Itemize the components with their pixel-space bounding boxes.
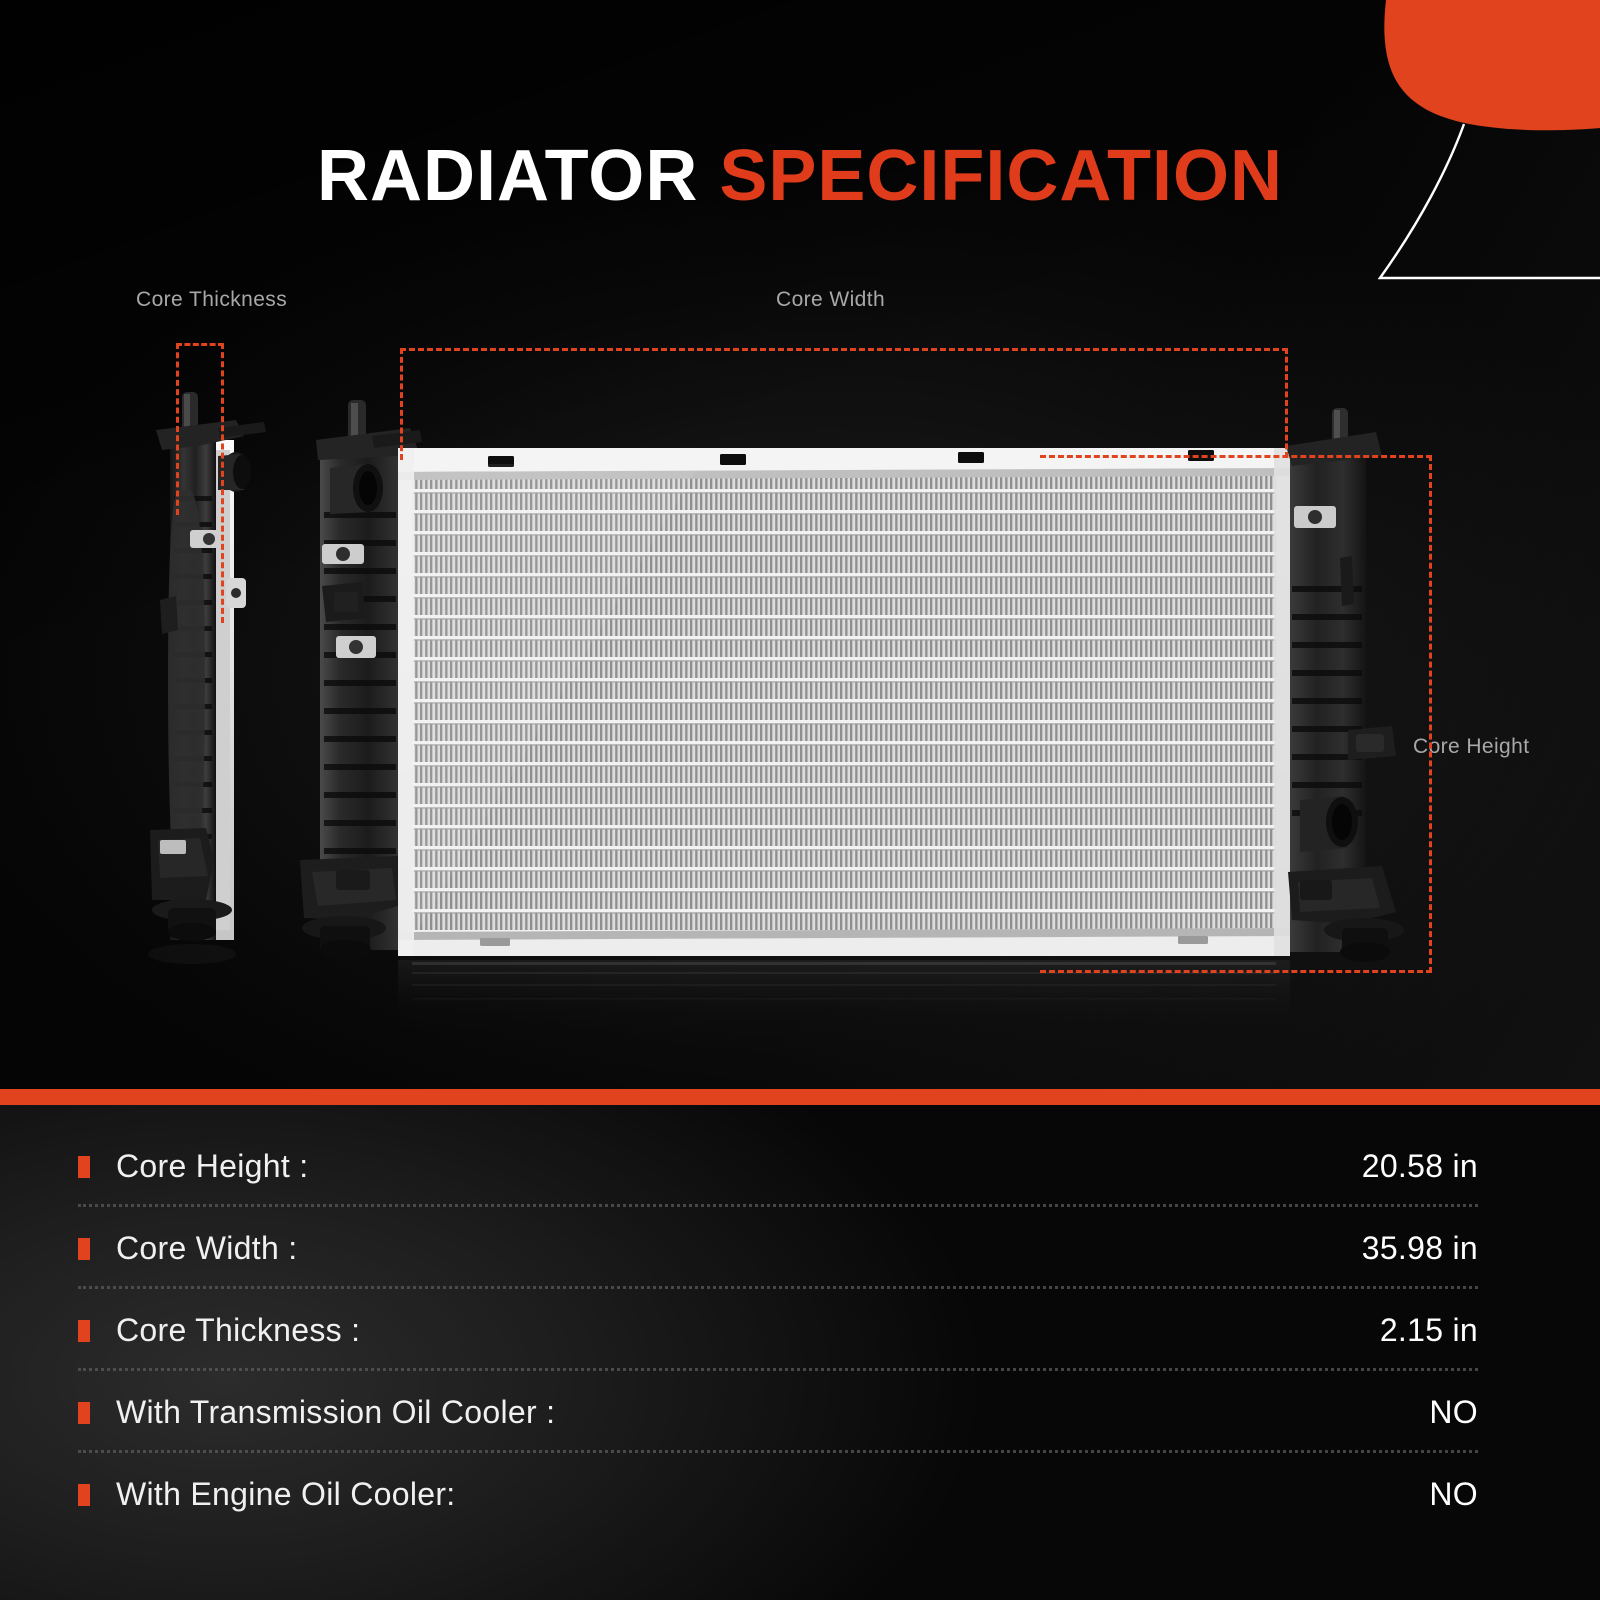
spec-separator [78, 1204, 1478, 1207]
callout-core-width-label: Core Width [776, 288, 886, 311]
spec-row-core-thickness: Core Thickness : 2.15 in [78, 1295, 1478, 1366]
callout-core-thickness-label: Core Thickness [136, 288, 288, 311]
spec-separator [78, 1450, 1478, 1453]
bullet-icon [78, 1483, 90, 1506]
spec-label: Core Thickness : [116, 1312, 361, 1348]
spec-separator [78, 1368, 1478, 1371]
spec-value: 20.58 in [1361, 1148, 1478, 1184]
corner-petal-decoration [1377, 0, 1600, 280]
spec-label: With Engine Oil Cooler: [116, 1476, 456, 1512]
page-title: RADIATOR SPECIFICATION [0, 140, 1600, 212]
spec-row-core-width: Core Width : 35.98 in [78, 1213, 1478, 1284]
spec-row-core-height: Core Height : 20.58 in [78, 1131, 1478, 1202]
spec-separator [78, 1286, 1478, 1289]
callout-core-height-label: Core Height [1413, 735, 1530, 758]
radiator-side-view [148, 392, 266, 964]
spec-label: Core Height : [116, 1148, 309, 1184]
bullet-icon [78, 1401, 90, 1424]
bullet-icon [78, 1155, 90, 1178]
spec-row-engine-oil-cooler: With Engine Oil Cooler: NO [78, 1459, 1478, 1530]
spec-value: NO [1429, 1476, 1478, 1512]
spec-value: 35.98 in [1361, 1230, 1478, 1266]
radiator-front-view [300, 400, 1404, 962]
hero-section: RADIATOR SPECIFICATION Core Thickness Co… [0, 0, 1600, 1090]
title-part-specification: SPECIFICATION [719, 136, 1283, 216]
spec-value: 2.15 in [1379, 1312, 1478, 1348]
bullet-icon [78, 1237, 90, 1260]
spec-label: With Transmission Oil Cooler : [116, 1394, 556, 1430]
spec-label: Core Width : [116, 1230, 298, 1266]
specification-table: Core Height : 20.58 in Core Width : 35.9… [0, 1105, 1600, 1600]
spec-row-transmission-oil-cooler: With Transmission Oil Cooler : NO [78, 1377, 1478, 1448]
spec-value: NO [1429, 1394, 1478, 1430]
bullet-icon [78, 1319, 90, 1342]
product-illustration [148, 392, 1404, 1036]
title-part-radiator: RADIATOR [316, 136, 720, 216]
section-divider [0, 1089, 1600, 1105]
